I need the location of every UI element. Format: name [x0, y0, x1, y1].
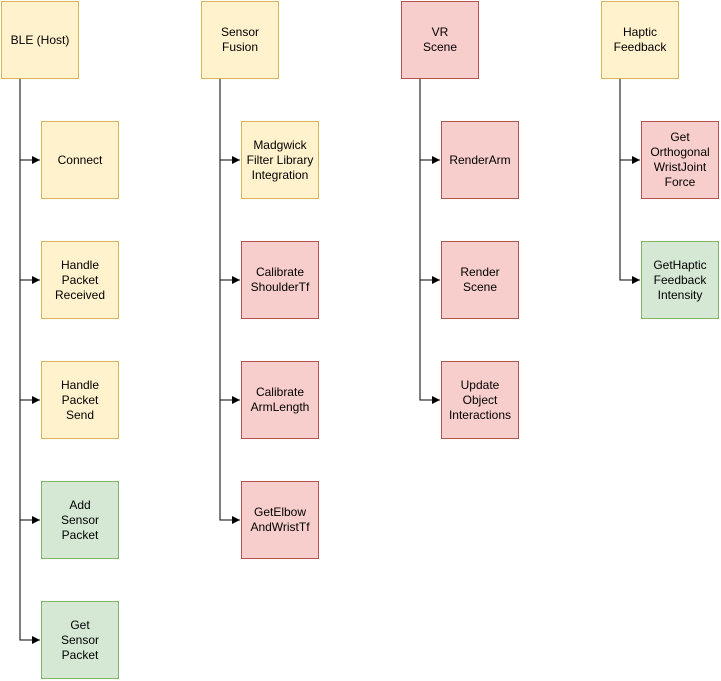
render-scene-node[interactable]: Render Scene [441, 241, 519, 319]
getelbow-andwristtf-node[interactable]: GetElbow AndWristTf [241, 481, 319, 559]
connector-arrow [219, 79, 240, 164]
sensor-fusion-node[interactable]: Sensor Fusion [201, 1, 279, 79]
handle-packet-send-node[interactable]: Handle Packet Send [41, 361, 119, 439]
calibrate-armlength-node[interactable]: Calibrate ArmLength [241, 361, 319, 439]
connector-arrow [19, 79, 40, 284]
get-sensor-packet-node[interactable]: Get Sensor Packet [41, 601, 119, 679]
update-object-interactions-node[interactable]: Update Object Interactions [441, 361, 519, 439]
connector-arrow [619, 79, 640, 164]
ble-host-node[interactable]: BLE (Host) [1, 1, 79, 79]
connector-arrow [19, 79, 40, 524]
connector-arrow [419, 79, 440, 404]
vr-scene-node[interactable]: VR Scene [401, 1, 479, 79]
connector-arrow [219, 79, 240, 404]
connector-arrow [19, 79, 40, 404]
connect-node[interactable]: Connect [41, 121, 119, 199]
get-orthogonal-wristjoint-force-node[interactable]: Get Orthogonal WristJoint Force [641, 121, 719, 199]
connector-arrow [219, 79, 240, 524]
haptic-feedback-node[interactable]: Haptic Feedback [601, 1, 679, 79]
calibrate-shouldertf-node[interactable]: Calibrate ShoulderTf [241, 241, 319, 319]
madgwick-filter-node[interactable]: Madgwick Filter Library Integration [241, 121, 319, 199]
connector-arrow [219, 79, 240, 284]
renderarm-node[interactable]: RenderArm [441, 121, 519, 199]
connector-arrow [19, 79, 40, 644]
connector-arrow [419, 79, 440, 284]
handle-packet-received-node[interactable]: Handle Packet Received [41, 241, 119, 319]
gethaptic-feedback-intensity-node[interactable]: GetHaptic Feedback Intensity [641, 241, 719, 319]
connector-arrow [419, 79, 440, 164]
connector-arrow [619, 79, 640, 284]
add-sensor-packet-node[interactable]: Add Sensor Packet [41, 481, 119, 559]
connector-arrow [19, 79, 40, 164]
